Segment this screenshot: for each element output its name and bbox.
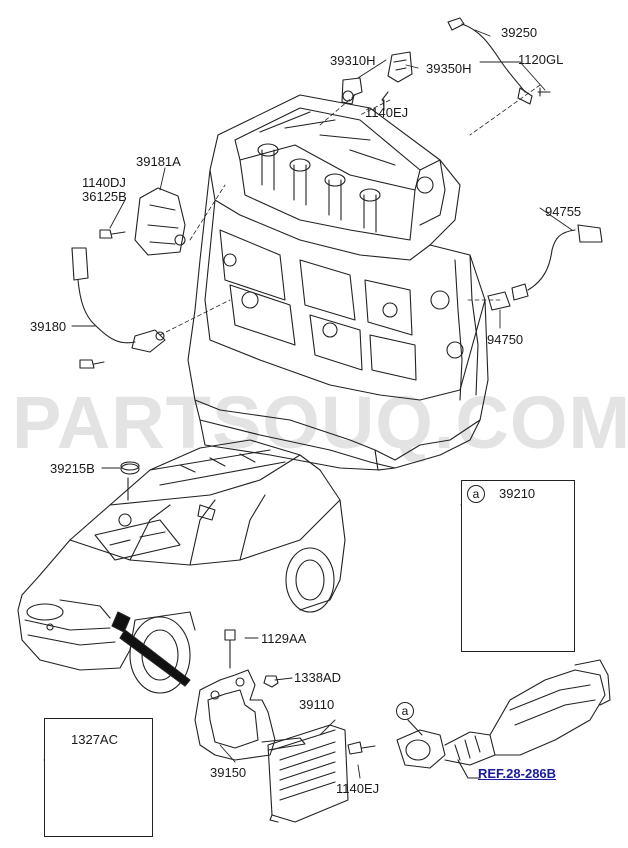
part-label-1327ac[interactable]: 1327AC [71, 732, 118, 747]
o2-sensor-39250 [447, 17, 551, 105]
vehicle [17, 439, 346, 694]
part-label-36125b[interactable]: 36125B [82, 189, 127, 204]
part-label-39210[interactable]: 39210 [499, 486, 536, 501]
part-label-94750[interactable]: 94750 [487, 332, 524, 347]
part-label-1120gl[interactable]: 1120GL [518, 52, 564, 67]
part-label-1140ej-top[interactable]: 1140EJ [365, 105, 409, 120]
sensor-94750 [487, 224, 603, 311]
reference-link[interactable]: REF.28-286B [478, 766, 557, 781]
bracket-39350h [387, 51, 413, 83]
cam-sensor-39310h [341, 77, 363, 105]
part-label-39350h[interactable]: 39350H [426, 61, 472, 76]
part-label-94755[interactable]: 94755 [545, 204, 582, 219]
callout-a-exhaust: a [396, 702, 414, 720]
part-label-39181a[interactable]: 39181A [136, 154, 181, 169]
crank-sensor-39180 [71, 247, 166, 369]
part-label-39310h[interactable]: 39310H [330, 53, 376, 68]
ecu-39110 [267, 724, 349, 823]
inset-box-1327ac [44, 718, 153, 837]
shield-39181a [134, 187, 186, 256]
part-label-39150[interactable]: 39150 [210, 765, 247, 780]
engine-block [187, 94, 489, 471]
part-label-39110[interactable]: 39110 [299, 697, 335, 712]
part-label-1140dj[interactable]: 1140DJ [82, 175, 126, 190]
ecu-bracket [194, 669, 306, 761]
part-label-39250[interactable]: 39250 [501, 25, 538, 40]
part-label-39215b[interactable]: 39215B [50, 461, 95, 476]
part-label-1129aa[interactable]: 1129AA [261, 631, 307, 646]
part-label-1338ad[interactable]: 1338AD [294, 670, 341, 685]
part-label-1140ej-bottom[interactable]: 1140EJ [336, 781, 380, 796]
part-label-39180[interactable]: 39180 [30, 319, 67, 334]
catalytic-converter [396, 659, 611, 769]
callout-a-box: a [467, 485, 485, 503]
inset-box-39210 [461, 480, 575, 652]
